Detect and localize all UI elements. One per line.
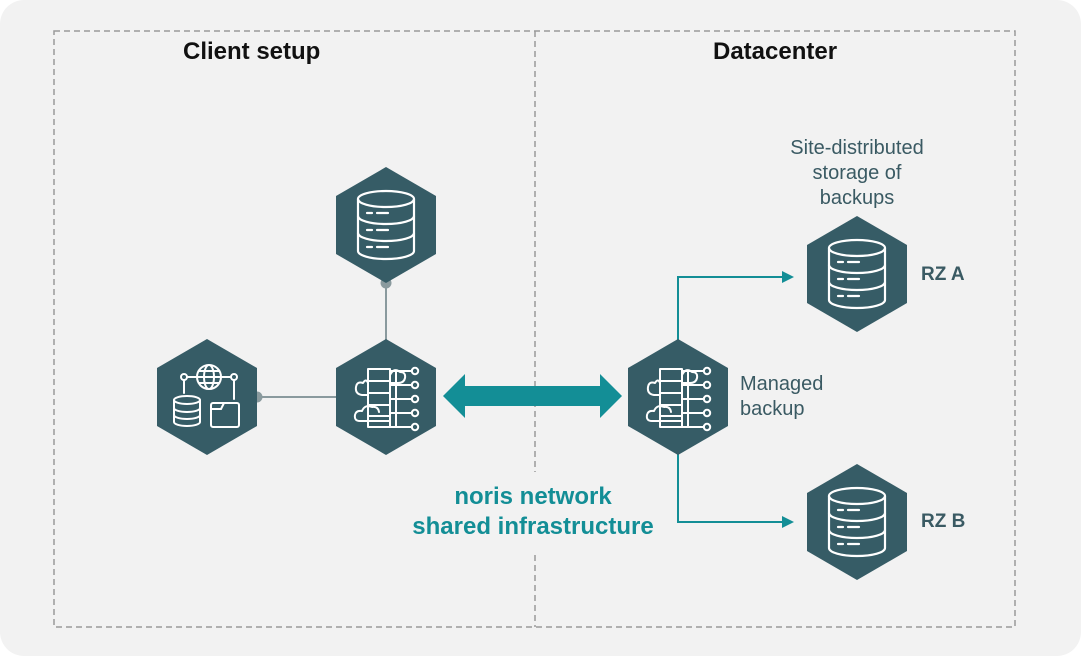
datacenter-title: Datacenter bbox=[713, 38, 838, 65]
client-gateway-hexagon bbox=[336, 339, 436, 455]
shared-infrastructure-label: noris network shared infrastructure bbox=[383, 482, 683, 542]
rz-a-hexagon bbox=[807, 216, 907, 332]
arrowhead-rz-a bbox=[782, 271, 794, 283]
storage-caption-line: backups bbox=[819, 187, 895, 209]
sync-double-arrow bbox=[443, 374, 622, 418]
client-network-hexagon bbox=[157, 339, 257, 455]
managed-backup-label-line: Managed bbox=[740, 373, 824, 395]
managed-backup-hexagon bbox=[628, 339, 728, 455]
rz-b-label: RZ B bbox=[921, 511, 966, 532]
shared-infrastructure-line-2: shared infrastructure bbox=[412, 513, 654, 540]
storage-caption-line: storage of bbox=[812, 162, 902, 184]
rz-a-label: RZ A bbox=[921, 264, 965, 285]
storage-caption-line: Site-distributed bbox=[790, 137, 924, 159]
managed-backup-label: Managed backup bbox=[740, 372, 823, 422]
rz-b-hexagon bbox=[807, 464, 907, 580]
managed-backup-label-line: backup bbox=[740, 398, 805, 420]
shared-infrastructure-line-1: noris network bbox=[454, 483, 612, 510]
network-storage-icon bbox=[173, 364, 240, 428]
storage-caption: Site-distributed storage of backups bbox=[757, 136, 957, 211]
client-setup-title: Client setup bbox=[183, 38, 321, 65]
arrowhead-rz-b bbox=[782, 516, 794, 528]
backup-flow-arrows bbox=[677, 276, 785, 523]
client-db-hexagon bbox=[336, 167, 436, 283]
